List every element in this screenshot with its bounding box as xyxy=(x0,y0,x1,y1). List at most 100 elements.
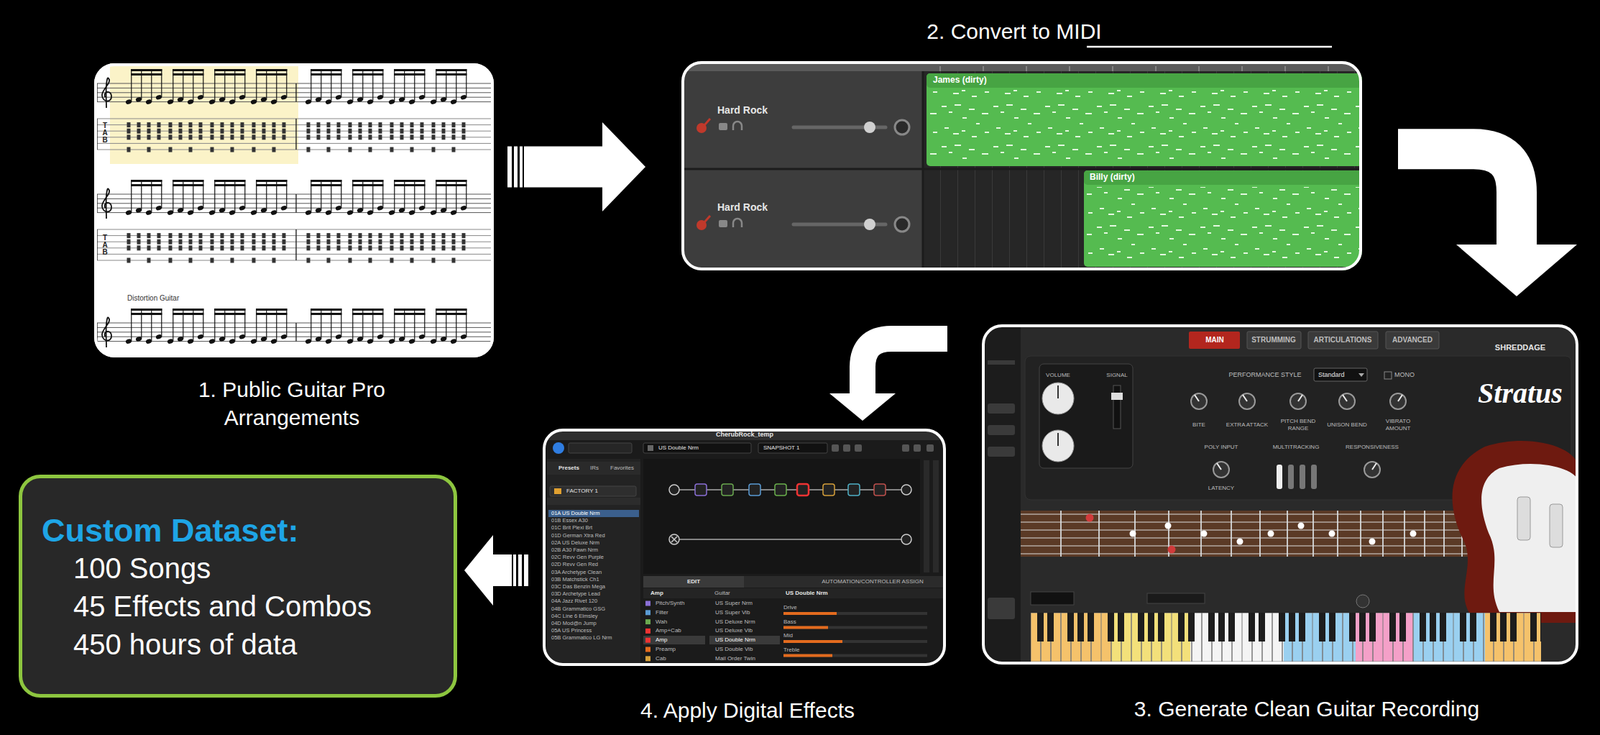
effects-ui-label: 02D Revv Gen Red xyxy=(551,561,599,568)
underline-rule xyxy=(1086,46,1332,49)
svg-use xyxy=(208,308,246,358)
sheet-music-label: Distortion Guitar xyxy=(127,293,179,303)
svg-use xyxy=(250,308,288,358)
effects-ui-label: 04B Grammatico GSG xyxy=(551,605,606,612)
plugin-control-label: STRUMMING xyxy=(1251,335,1296,345)
effects-ui-label: US Double Nrm xyxy=(785,589,829,596)
daw-track-label: Billy (dirty) xyxy=(1089,172,1135,183)
plugin-control-label: UNISON BEND xyxy=(1325,421,1369,429)
svg-line xyxy=(1359,510,1362,557)
svg-rect xyxy=(493,554,512,586)
svg-rect xyxy=(519,146,523,188)
svg-rect xyxy=(1086,186,1360,264)
effects-ui-label: Amp+Cab xyxy=(655,627,682,634)
svg-use xyxy=(250,69,288,153)
svg-use xyxy=(102,188,112,219)
svg-use xyxy=(304,179,343,264)
svg-rect xyxy=(1083,170,1363,267)
svg-use xyxy=(429,179,468,264)
svg-use xyxy=(102,316,112,348)
svg-circle xyxy=(552,442,565,454)
svg-rect xyxy=(783,654,928,657)
plugin-control-label: Stratus xyxy=(1477,376,1563,410)
svg-rect xyxy=(1311,464,1317,489)
effects-ui-label: Treble xyxy=(783,646,800,653)
svg-rect xyxy=(783,611,837,615)
svg-g xyxy=(1191,393,1406,478)
dataset-title: Custom Dataset: xyxy=(41,511,425,550)
svg-rect xyxy=(645,609,651,615)
svg-path xyxy=(1452,440,1579,623)
effects-ui-label: Guitar xyxy=(714,589,731,596)
svg-rect xyxy=(709,635,780,645)
svg-use xyxy=(166,179,205,264)
block-arrow xyxy=(829,338,948,421)
svg-line xyxy=(681,168,1363,171)
svg-g xyxy=(696,118,910,135)
dataset-line: 450 hours of data xyxy=(73,625,425,664)
sheet-music-label: TAB xyxy=(102,122,108,144)
svg-rect xyxy=(1288,464,1294,489)
svg-line xyxy=(1194,394,1199,402)
svg-use xyxy=(388,69,426,153)
svg-circle xyxy=(1267,530,1275,537)
svg-circle xyxy=(1290,393,1307,409)
plugin-control-label: MAIN xyxy=(1205,335,1225,345)
block-arrow xyxy=(507,122,646,212)
effects-ui-label: Drive xyxy=(783,603,798,611)
svg-rect xyxy=(523,146,603,188)
svg-rect xyxy=(695,483,707,496)
svg-rect xyxy=(758,442,828,453)
svg-circle xyxy=(1390,393,1406,409)
svg-rect xyxy=(645,628,651,634)
effects-ui-label: 01B Essex A30 xyxy=(551,517,588,524)
effects-ui-label: Mid xyxy=(783,631,793,639)
svg-rect xyxy=(848,483,860,496)
svg-line xyxy=(1336,510,1339,557)
svg-rect xyxy=(546,458,641,666)
effects-ui-label: US Super Vib xyxy=(715,608,750,616)
svg-rect xyxy=(987,360,1015,365)
svg-rect xyxy=(523,554,529,586)
svg-rect xyxy=(643,575,946,588)
svg-rect xyxy=(109,63,299,164)
effects-ui-label: EDIT xyxy=(687,577,701,585)
block-arrow xyxy=(464,534,529,606)
effects-ui-label: 02B A30 Fawn Nrm xyxy=(551,546,599,554)
effects-ui-label: US Deluxe Vib xyxy=(715,627,753,634)
svg-rect xyxy=(987,597,1015,619)
svg-circle xyxy=(1298,522,1305,530)
svg-line xyxy=(1020,537,1470,539)
step-caption: 4. Apply Digital Effects xyxy=(640,695,855,724)
svg-rect xyxy=(548,509,639,517)
svg-rect xyxy=(1517,496,1531,540)
svg-circle xyxy=(901,484,912,495)
svg-line xyxy=(1342,394,1347,402)
svg-circle xyxy=(1237,538,1244,545)
svg-circle xyxy=(669,534,680,545)
effects-ui-label: SNAPSHOT 1 xyxy=(763,444,800,451)
plugin-control-label: RESPONSIVENESS xyxy=(1345,443,1399,450)
daw-illustration xyxy=(681,61,1363,271)
effects-ui-label: US Double Nrm xyxy=(715,636,756,644)
svg-line xyxy=(1060,510,1062,557)
plugin-control-label: POLY INPUT xyxy=(1204,443,1239,450)
svg-line xyxy=(1312,510,1314,557)
svg-rect xyxy=(718,219,728,228)
svg-line xyxy=(1443,510,1445,557)
daw-screenshot xyxy=(681,61,1363,271)
svg-circle xyxy=(1191,393,1207,409)
svg-line xyxy=(1382,510,1384,557)
svg-rect xyxy=(554,488,562,494)
svg-circle xyxy=(669,484,680,495)
svg-use xyxy=(304,69,343,153)
svg-circle xyxy=(1329,530,1336,537)
svg-rect xyxy=(1147,592,1205,604)
effects-ui-label: Amp xyxy=(650,589,664,596)
effects-ui-label: 03B Matchstick Ch1 xyxy=(551,575,600,583)
effects-ui-label: 01A US Double Nrm xyxy=(551,510,601,517)
svg-rect xyxy=(981,324,1579,665)
svg-rect xyxy=(1385,331,1439,349)
svg-use xyxy=(102,77,112,108)
svg-circle xyxy=(1165,522,1172,530)
